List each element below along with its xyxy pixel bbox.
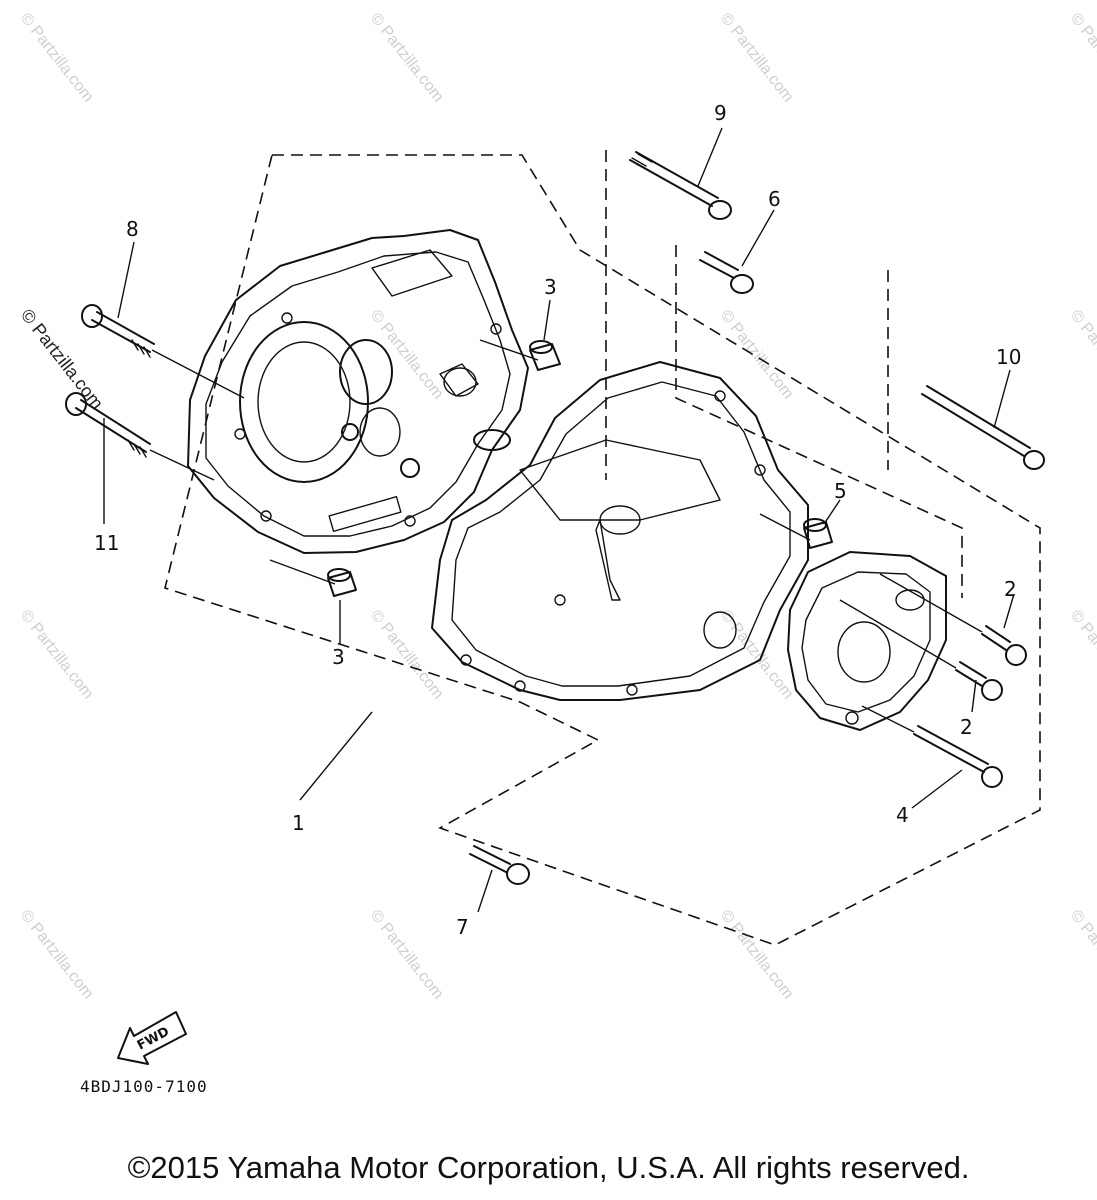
watermark: © Partzilla.com bbox=[17, 607, 97, 702]
watermark: © Partzilla.com bbox=[17, 10, 97, 105]
callout-9: 9 bbox=[714, 101, 727, 125]
fwd-label: FWD bbox=[135, 1024, 172, 1053]
watermark: © Partzilla.com bbox=[1067, 307, 1097, 402]
watermark: © Partzilla.com bbox=[1067, 907, 1097, 1002]
bolt-6 bbox=[699, 251, 754, 294]
callout-leaders bbox=[103, 127, 1015, 913]
watermark: © Partzilla.com bbox=[367, 307, 447, 402]
dowel-pin-lower bbox=[327, 568, 357, 597]
callout-10: 10 bbox=[996, 345, 1021, 369]
watermark: © Partzilla.com bbox=[367, 10, 447, 105]
callout-6: 6 bbox=[768, 187, 781, 211]
bolt-10 bbox=[921, 385, 1045, 470]
bolt-11 bbox=[65, 392, 215, 481]
copyright-notice: ©2015 Yamaha Motor Corporation, U.S.A. A… bbox=[127, 1150, 970, 1185]
bolts bbox=[65, 151, 1045, 885]
bolt-2-upper bbox=[879, 573, 1027, 666]
watermark: © Partzilla.com bbox=[1067, 607, 1097, 702]
watermark: © Partzilla.com bbox=[717, 607, 797, 702]
fwd-arrow-icon: FWD bbox=[117, 1011, 187, 1065]
watermark: © Partzilla.com bbox=[1067, 10, 1097, 105]
callout-1: 1 bbox=[292, 811, 305, 835]
watermark: © Partzilla.com bbox=[717, 10, 797, 105]
diagram-code: 4BDJ100-7100 bbox=[80, 1077, 208, 1096]
watermark: © Partzilla.com bbox=[367, 907, 447, 1002]
callout-2: 2 bbox=[1004, 577, 1017, 601]
watermark: © Partzilla.com bbox=[367, 607, 447, 702]
bolt-8 bbox=[81, 304, 245, 399]
callout-11: 11 bbox=[94, 531, 119, 555]
watermarks: © Partzilla.com © Partzilla.com © Partzi… bbox=[17, 10, 1097, 1002]
watermark: © Partzilla.com bbox=[717, 907, 797, 1002]
callout-2: 2 bbox=[960, 715, 973, 739]
dowel-pin-right bbox=[803, 518, 833, 549]
callout-4: 4 bbox=[896, 803, 909, 827]
dowel-pins bbox=[327, 340, 833, 597]
bolt-2-lower bbox=[839, 599, 1003, 701]
right-crankcase-half bbox=[431, 361, 809, 701]
left-crankcase-half bbox=[187, 229, 529, 554]
callout-numbers: 1 2 2 3 3 4 5 6 7 8 9 10 11 bbox=[94, 101, 1021, 939]
bolt-9 bbox=[629, 151, 732, 220]
bolt-4 bbox=[861, 705, 1003, 788]
callout-3: 3 bbox=[332, 645, 345, 669]
bolt-7 bbox=[469, 845, 530, 885]
callout-7: 7 bbox=[456, 915, 469, 939]
assembly-boundary bbox=[164, 150, 1041, 946]
callout-5: 5 bbox=[834, 479, 847, 503]
side-cover bbox=[787, 551, 947, 731]
callout-3: 3 bbox=[544, 275, 557, 299]
watermark: © Partzilla.com bbox=[17, 907, 97, 1002]
dowel-pin-upper bbox=[529, 340, 561, 371]
callout-8: 8 bbox=[126, 217, 139, 241]
